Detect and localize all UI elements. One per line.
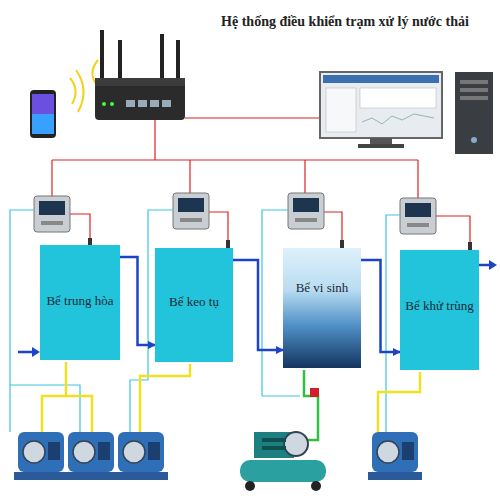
tank-label: Bể khử trùng [400,298,479,314]
router-icon [95,30,185,120]
air-line [262,370,319,440]
tank-box: Bể keo tụ [155,248,233,362]
wifi-waves [70,60,98,112]
tank-label: Bể vi sinh [283,280,361,296]
tank-label: Bể trung hòa [40,293,120,309]
flow-connector [233,260,283,350]
dosing-lines [42,362,420,460]
tank-box: Bể vi sinh [283,248,361,368]
phone-icon [30,90,56,138]
diagram-title: Hệ thống điều khiển trạm xử lý nước thải [200,14,490,30]
tank-box: Bể trung hòa [40,245,120,360]
computer-tower [455,72,493,154]
tank-box: Bể khử trùng [400,250,479,370]
control-wires [10,210,400,432]
flow-connector [361,260,400,352]
controller-units [34,193,436,234]
flow-connector [120,257,155,345]
computer-monitor [320,72,442,148]
tank-label: Bể keo tụ [155,294,233,310]
air-compressor [240,432,326,491]
dosing-pumps [14,432,422,480]
